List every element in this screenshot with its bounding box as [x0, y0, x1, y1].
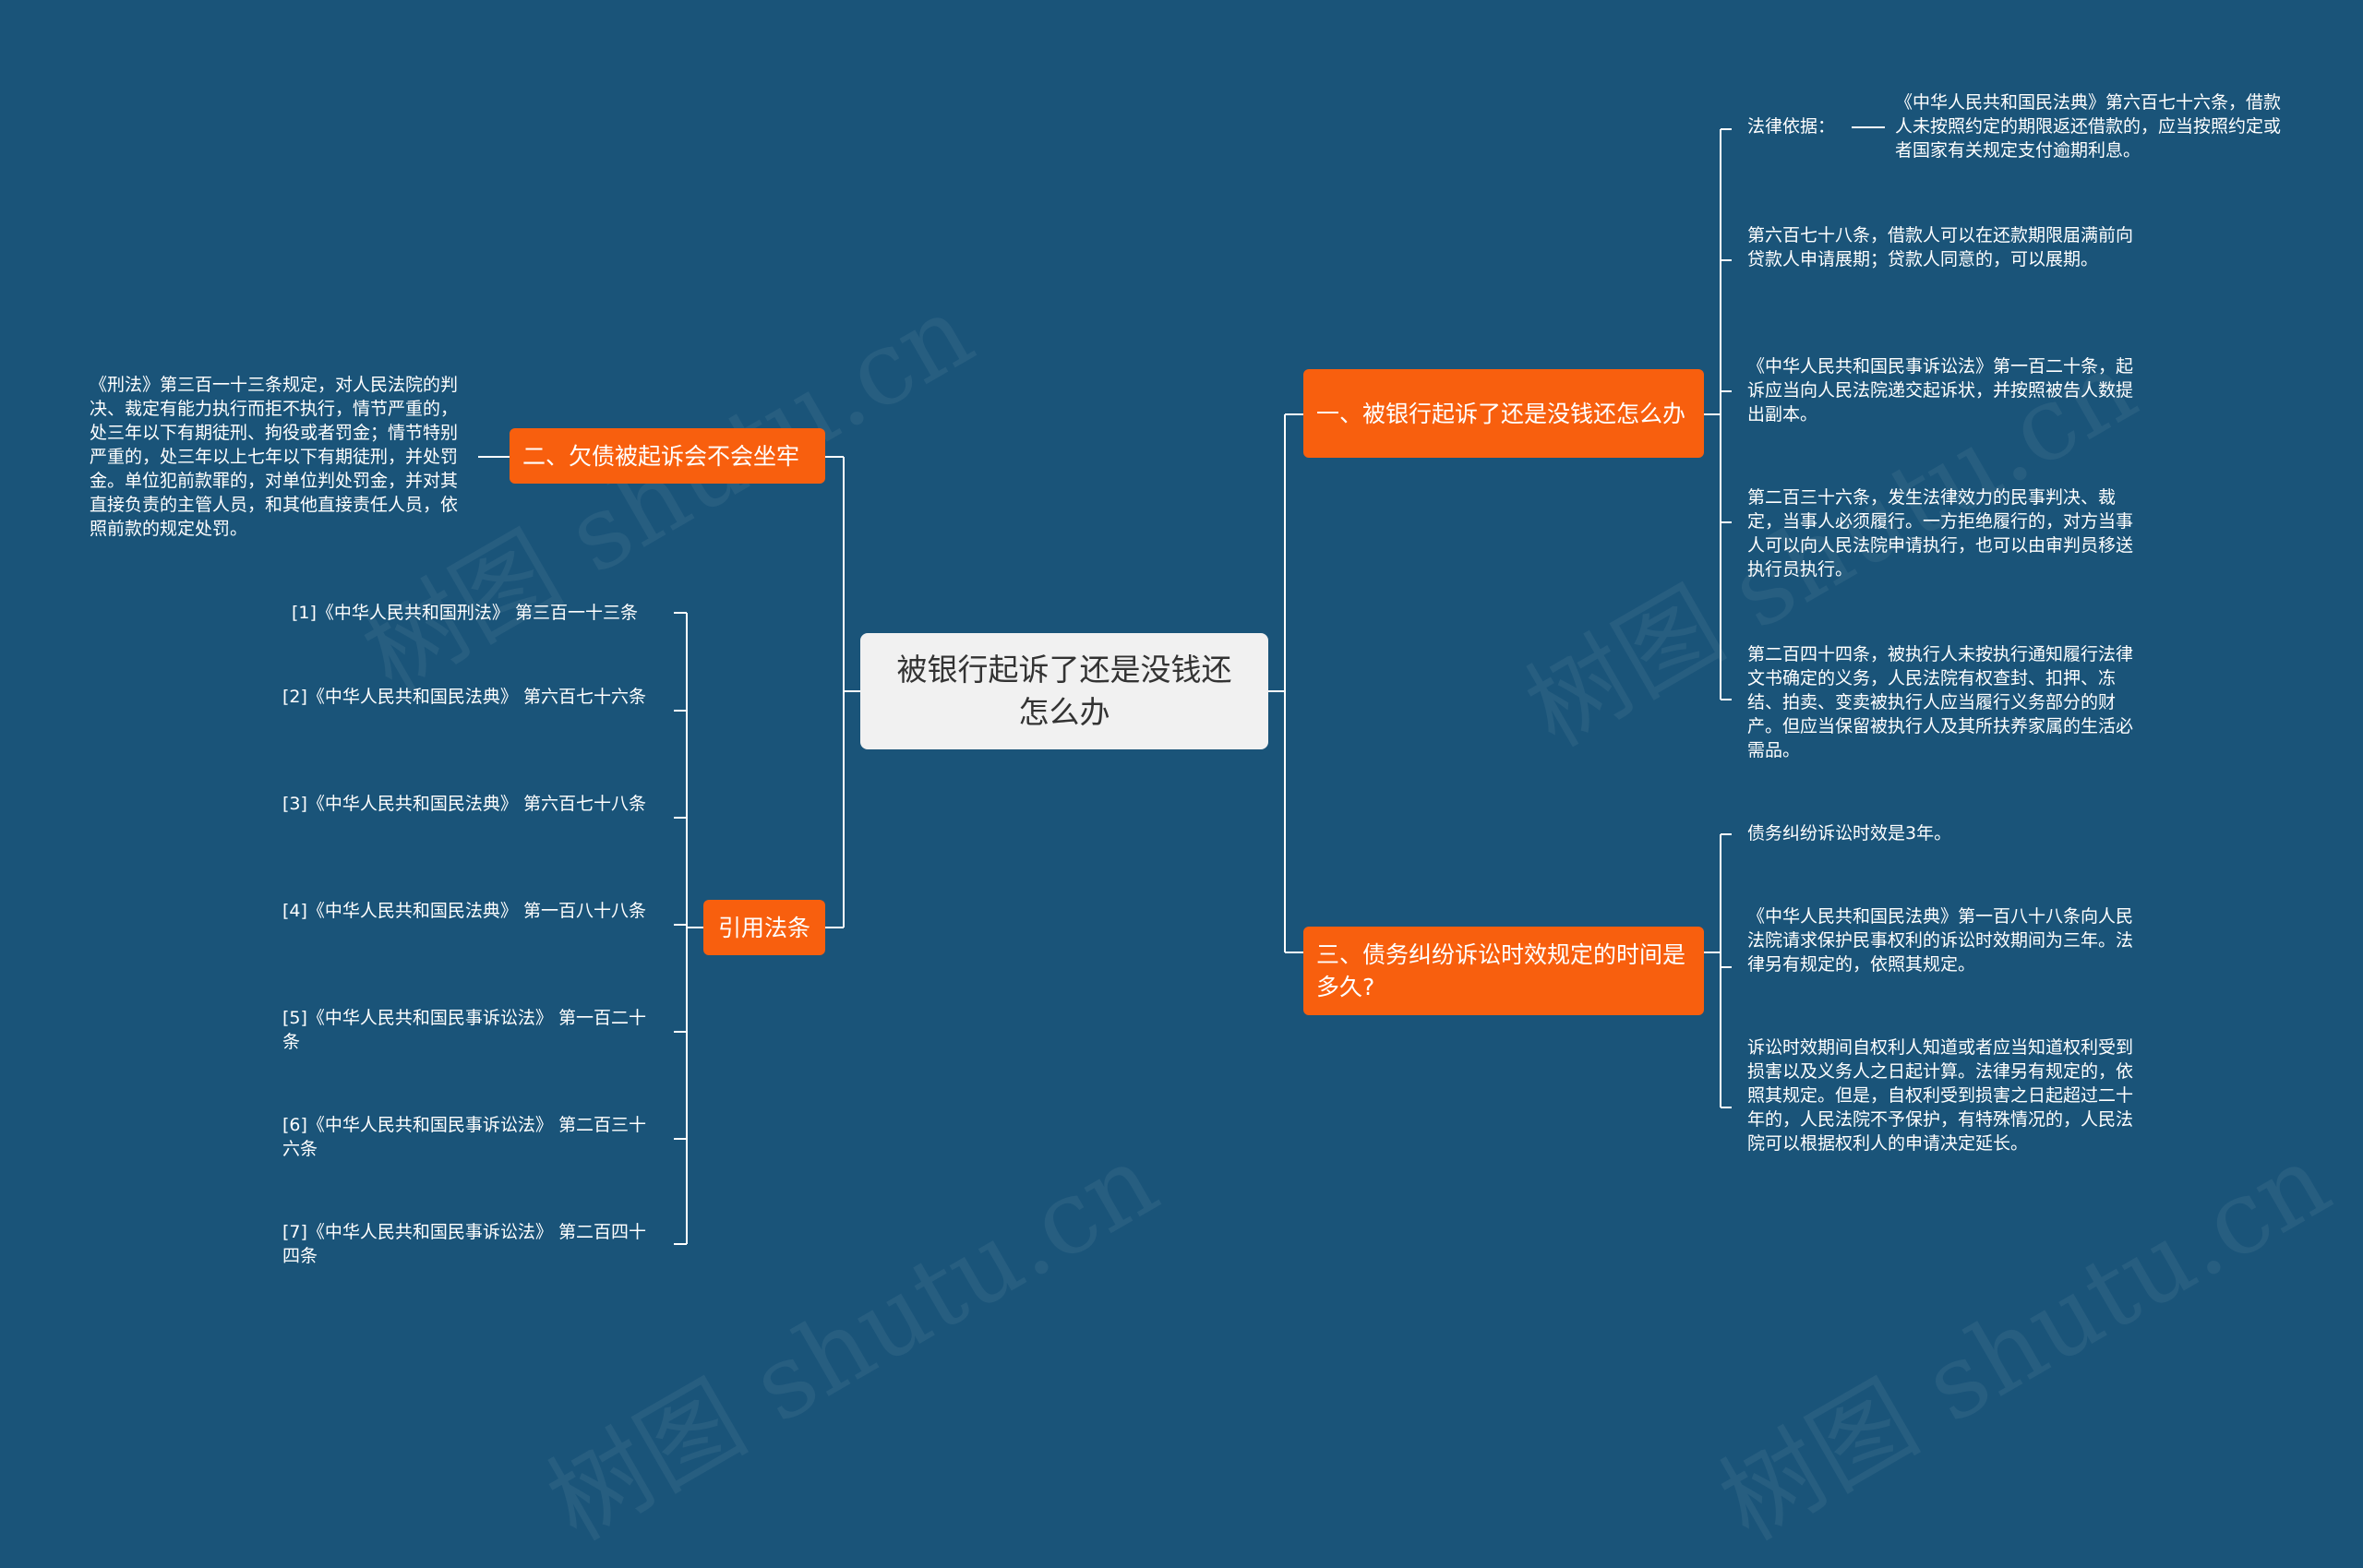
topic-refs[interactable]: 引用法条: [703, 900, 825, 955]
connector-lines: [478, 126, 1885, 1245]
topic-b2[interactable]: 二、欠债被起诉会不会坐牢: [510, 428, 825, 484]
ref-item: [4]《中华人民共和国民法典》 第一百八十八条: [282, 901, 646, 921]
ref-item: [7]《中华人民共和国民事诉讼法》 第二百四十四条: [282, 1222, 646, 1266]
law-basis-label: 法律依据：: [1747, 116, 1836, 137]
ref-item: [6]《中华人民共和国民事诉讼法》 第二百三十六条: [282, 1115, 646, 1159]
topic-b1[interactable]: 一、被银行起诉了还是没钱还怎么办: [1303, 369, 1704, 458]
b1-item: 《中华人民共和国民事诉讼法》第一百二十条，起诉应当向人民法院递交起诉状，并按照被…: [1747, 356, 2134, 425]
b1-item: 第二百三十六条，发生法律效力的民事判决、裁定，当事人必须履行。一方拒绝履行的，对…: [1747, 487, 2134, 580]
ref-item: [5]《中华人民共和国民事诉讼法》 第一百二十条: [282, 1008, 646, 1052]
law-basis-text: 《中华人民共和国民法典》第六百七十六条，借款人未按照约定的期限返还借款的，应当按…: [1895, 92, 2282, 161]
ref-item: [3]《中华人民共和国民法典》 第六百七十八条: [282, 794, 646, 814]
b3-item: 债务纠纷诉讼时效是3年。: [1747, 823, 1952, 844]
root-topic[interactable]: 被银行起诉了还是没钱还怎么办: [860, 633, 1268, 749]
ref-item: [2]《中华人民共和国民法典》 第六百七十六条: [282, 687, 646, 707]
topic-b3[interactable]: 三、债务纠纷诉讼时效规定的时间是多久?: [1303, 927, 1704, 1015]
b1-item: 第二百四十四条，被执行人未按执行通知履行法律文书确定的义务，人民法院有权查封、扣…: [1747, 644, 2134, 760]
b2-text: 《刑法》第三百一十三条规定，对人民法院的判决、裁定有能力执行而拒不执行，情节严重…: [90, 375, 459, 539]
b1-item: 第六百七十八条，借款人可以在还款期限届满前向贷款人申请展期；贷款人同意的，可以展…: [1747, 225, 2134, 269]
b3-item: 《中华人民共和国民法典》第一百八十八条向人民法院请求保护民事权利的诉讼时效期间为…: [1747, 906, 2134, 975]
ref-item: [1]《中华人民共和国刑法》 第三百一十三条: [292, 603, 638, 623]
b3-item: 诉讼时效期间自权利人知道或者应当知道权利受到损害以及义务人之日起计算。法律另有规…: [1747, 1037, 2134, 1154]
